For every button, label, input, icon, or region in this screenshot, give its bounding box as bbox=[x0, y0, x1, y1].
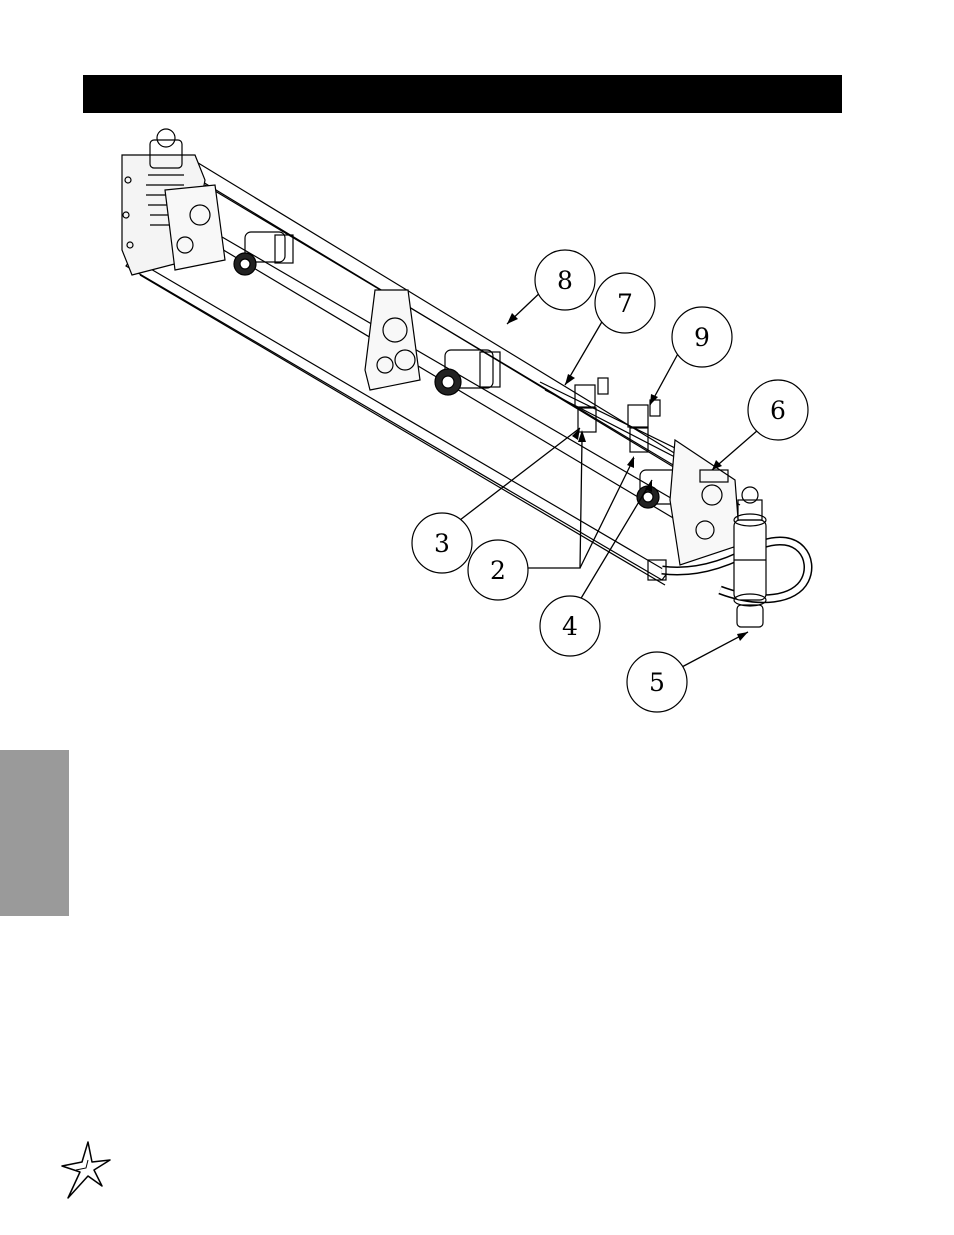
callout-4-label: 4 bbox=[562, 612, 578, 641]
callout-3: 3 bbox=[412, 513, 472, 573]
callout-3-label: 3 bbox=[434, 529, 450, 558]
callout-7-label: 7 bbox=[617, 289, 633, 318]
callout-8: 8 bbox=[535, 250, 595, 310]
callout-6: 6 bbox=[748, 380, 808, 440]
callout-8-label: 8 bbox=[557, 266, 573, 295]
callout-7: 7 bbox=[595, 273, 655, 333]
callout-2-label: 2 bbox=[490, 556, 506, 585]
callout-2: 2 bbox=[468, 540, 528, 600]
callout-9: 9 bbox=[672, 307, 732, 367]
star-logo-icon bbox=[58, 1140, 114, 1200]
callout-5-label: 5 bbox=[649, 668, 665, 697]
callout-4: 4 bbox=[540, 596, 600, 656]
callout-6-label: 6 bbox=[770, 396, 786, 425]
callout-9-label: 9 bbox=[694, 323, 710, 352]
callout-5: 5 bbox=[627, 652, 687, 712]
